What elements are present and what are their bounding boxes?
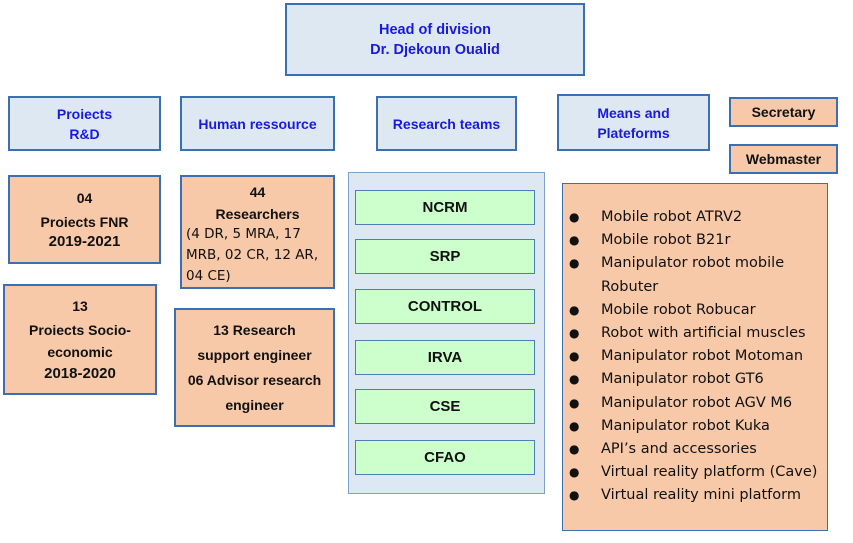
projects-rd-header: Proiects R&D bbox=[8, 96, 161, 151]
bullet-icon: ● bbox=[569, 418, 580, 433]
bullet-icon: ● bbox=[569, 349, 580, 364]
head-name: Dr. Djekoun Oualid bbox=[370, 41, 500, 58]
research-teams-container: NCRM SRP CONTROL IRVA CSE CFAO bbox=[348, 172, 545, 494]
team-control: CONTROL bbox=[355, 289, 535, 324]
research-teams-header: Research teams bbox=[376, 96, 517, 151]
means-plateforms-header: Means and Plateforms bbox=[557, 94, 710, 151]
bullet-icon: ● bbox=[569, 488, 580, 503]
projects-socio-years: 2018-2020 bbox=[44, 364, 116, 382]
means-item-continued: Robuter bbox=[569, 276, 821, 299]
means-item-label: Manipulator robot Kuka bbox=[601, 417, 770, 434]
means-platforms-list: ● Mobile robot ATRV2 ● Mobile robot B21r ●… bbox=[562, 183, 828, 531]
researchers-detail-line2: MRB, 02 CR, 12 AR, bbox=[186, 247, 319, 263]
projects-fnr-count: 04 bbox=[76, 189, 93, 206]
means-item: ● Manipulator robot Kuka bbox=[569, 415, 821, 438]
means-item-label: Mobile robot B21r bbox=[601, 232, 731, 249]
bullet-icon: ● bbox=[569, 210, 580, 224]
means-item: ● Manipulator robot Motoman bbox=[569, 345, 821, 368]
team-cse: CSE bbox=[355, 389, 535, 424]
means-item-label: Manipulator robot GT6 bbox=[601, 371, 764, 388]
support-line4: engineer bbox=[225, 396, 284, 413]
bullet-icon: ● bbox=[569, 465, 580, 480]
means-item: ● Robot with artificial muscles bbox=[569, 322, 821, 345]
means-item-label: Mobile robot ATRV2 bbox=[601, 209, 743, 225]
team-cfao: CFAO bbox=[355, 440, 535, 475]
means-item-label: Manipulator robot AGV M6 bbox=[601, 394, 793, 411]
webmaster-box: Webmaster bbox=[729, 144, 838, 174]
projects-header-line1: Proiects bbox=[56, 105, 113, 122]
means-item-label: Manipulator robot Motoman bbox=[601, 348, 804, 365]
researchers-count: 44 bbox=[249, 184, 266, 200]
projects-socio-label2: economic bbox=[47, 343, 113, 360]
human-resource-header: Human ressource bbox=[180, 96, 335, 151]
support-line2: support engineer bbox=[197, 346, 312, 363]
bullet-icon: ● bbox=[569, 395, 580, 410]
team-srp: SRP bbox=[355, 239, 535, 274]
researchers-detail-line1: (4 DR, 5 MRA, 17 bbox=[186, 226, 301, 242]
means-item: ● Mobile robot ATRV2 bbox=[569, 206, 821, 229]
bullet-icon: ● bbox=[569, 256, 580, 271]
bullet-icon: ● bbox=[569, 442, 580, 457]
human-header-label: Human ressource bbox=[198, 115, 317, 132]
support-line1: 13 Research bbox=[213, 321, 296, 338]
projects-fnr-label: Proiects FNR bbox=[40, 213, 129, 230]
secretary-box: Secretary bbox=[729, 97, 838, 127]
projects-fnr-years: 2019-2021 bbox=[48, 232, 121, 250]
projects-fnr-box: 04 Proiects FNR 2019-2021 bbox=[8, 175, 161, 264]
means-item-label: Mobile robot Robucar bbox=[601, 301, 756, 318]
bullet-icon: ● bbox=[569, 372, 580, 387]
team-ncrm: NCRM bbox=[355, 190, 535, 225]
support-line3: 06 Advisor research bbox=[187, 371, 322, 388]
means-item: ● Manipulator robot GT6 bbox=[569, 368, 821, 391]
bullet-icon: ● bbox=[569, 233, 580, 248]
secretary-label: Secretary bbox=[751, 104, 816, 120]
head-of-division-box: Head of division Dr. Djekoun Oualid bbox=[285, 3, 585, 76]
projects-socio-label1: Proiects Socio- bbox=[29, 321, 131, 338]
projects-socio-count: 13 bbox=[72, 297, 88, 314]
means-item: ● Virtual reality mini platform bbox=[569, 484, 821, 507]
means-item-label: Robuter bbox=[601, 278, 659, 295]
webmaster-label: Webmaster bbox=[745, 151, 822, 167]
bullet-icon: ● bbox=[569, 326, 580, 341]
means-item-label: Virtual reality platform (Cave) bbox=[601, 464, 818, 481]
means-item-label: Robot with artificial muscles bbox=[601, 325, 806, 342]
head-title: Head of division bbox=[379, 21, 491, 38]
means-header-line1: Means and bbox=[597, 104, 670, 121]
researchers-box: 44 Researchers (4 DR, 5 MRA, 17 MRB, 02 … bbox=[180, 175, 335, 289]
means-item: ● Mobile robot Robucar bbox=[569, 299, 821, 322]
means-item: ● Manipulator robot mobile bbox=[569, 252, 821, 275]
projects-header-line2: R&D bbox=[69, 125, 100, 142]
means-item-label: API’s and accessories bbox=[601, 441, 757, 458]
means-items: ● Mobile robot ATRV2 ● Mobile robot B21r ●… bbox=[569, 206, 821, 508]
means-item-label: Virtual reality mini platform bbox=[601, 487, 801, 504]
means-item: ● Manipulator robot AGV M6 bbox=[569, 392, 821, 415]
bullet-icon: ● bbox=[569, 302, 580, 317]
means-item-label: Manipulator robot mobile bbox=[601, 255, 785, 272]
researchers-detail: (4 DR, 5 MRA, 17 MRB, 02 CR, 12 AR, 04 C… bbox=[182, 224, 333, 287]
support-engineer-box: 13 Research support engineer 06 Advisor … bbox=[174, 308, 335, 427]
researchers-detail-line3: 04 CE) bbox=[186, 268, 231, 284]
means-header-line2: Plateforms bbox=[597, 124, 670, 141]
researchers-label: Researchers bbox=[215, 206, 300, 222]
means-item: ● API’s and accessories bbox=[569, 438, 821, 461]
teams-header-label: Research teams bbox=[392, 115, 501, 132]
means-item: ● Virtual reality platform (Cave) bbox=[569, 461, 821, 484]
means-item: ● Mobile robot B21r bbox=[569, 229, 821, 252]
team-irva: IRVA bbox=[355, 340, 535, 375]
projects-socio-box: 13 Proiects Socio- economic 2018-2020 bbox=[3, 284, 157, 395]
